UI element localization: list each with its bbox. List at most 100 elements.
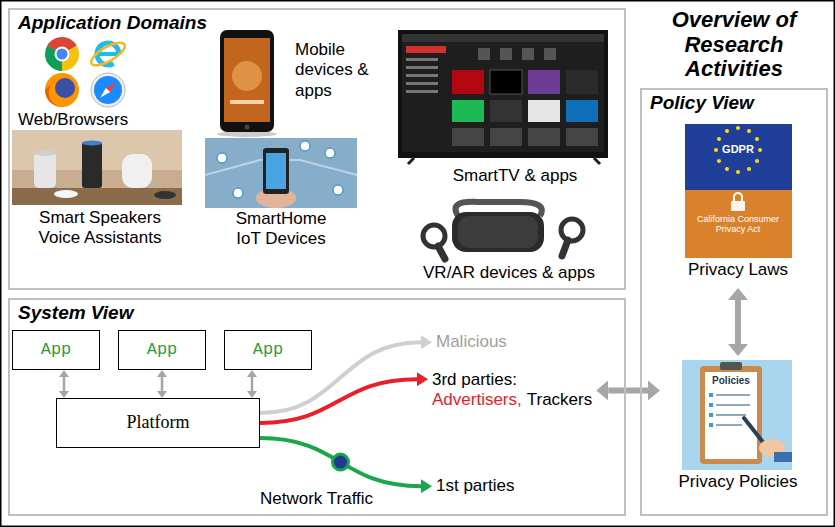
node-text: Advertisers, bbox=[432, 390, 522, 409]
tv-picture-part bbox=[406, 90, 438, 93]
app-link bbox=[251, 377, 254, 391]
chrome-icon-part bbox=[54, 46, 71, 63]
third-party-flow bbox=[260, 379, 417, 423]
node-text: Malicious bbox=[436, 332, 507, 352]
title-slot: Overview of Research Activities bbox=[640, 8, 828, 82]
chrome-icon-part bbox=[50, 42, 73, 65]
tv-picture-part bbox=[522, 48, 534, 60]
law-picture-part bbox=[734, 193, 742, 201]
policy-picture-part bbox=[709, 403, 713, 407]
browser-icons bbox=[45, 38, 128, 107]
party-target: 1st parties bbox=[432, 474, 518, 498]
domain-item: SmartTV & apps bbox=[390, 26, 618, 194]
node-text: Web/Browsers bbox=[18, 110, 154, 130]
node-text: Mobile devices & apps bbox=[295, 40, 375, 101]
chrome-icon-part bbox=[50, 42, 73, 65]
policy-picture bbox=[682, 360, 792, 470]
domain-item: SmartHome IoT Devices bbox=[195, 130, 367, 256]
speakers-picture-part bbox=[122, 154, 152, 188]
tv-picture-part bbox=[406, 66, 438, 69]
law-picture-part bbox=[731, 201, 745, 211]
clipboard-text-slot: Policies bbox=[707, 375, 755, 387]
law-picture-part bbox=[717, 159, 721, 163]
tv-picture-part bbox=[452, 128, 484, 146]
platform-box: Platform bbox=[56, 398, 260, 448]
policy-picture-part bbox=[716, 414, 746, 416]
speakers-picture-part bbox=[12, 130, 182, 205]
speakers-picture-part bbox=[34, 150, 56, 156]
vr-picture-part bbox=[452, 212, 544, 252]
policy-picture-part bbox=[709, 393, 713, 397]
phone-picture-part bbox=[230, 100, 264, 104]
edge-icon bbox=[88, 38, 128, 69]
law-picture-part bbox=[755, 159, 759, 163]
chrome-icon-part bbox=[57, 49, 68, 60]
law-picture-part bbox=[685, 124, 792, 190]
tv-picture-part bbox=[408, 158, 600, 164]
tv-picture-part bbox=[452, 70, 484, 94]
policy-link bbox=[608, 387, 648, 393]
tv-picture-part bbox=[406, 58, 438, 61]
tv-picture-part bbox=[528, 128, 560, 146]
smarthome-picture bbox=[205, 138, 357, 208]
node-text: App bbox=[147, 340, 178, 360]
node-text: Smart Speakers Voice Assistants bbox=[25, 208, 175, 249]
vr-picture-part bbox=[438, 246, 445, 259]
law-picture-part bbox=[755, 137, 759, 141]
firefox-icon bbox=[45, 73, 79, 107]
app-box: App bbox=[12, 330, 100, 370]
app-link bbox=[161, 377, 164, 391]
panel-title: Application Domains bbox=[18, 12, 616, 35]
node-text: App bbox=[253, 340, 284, 360]
vr-picture-part bbox=[561, 219, 583, 241]
smarthome-picture-part bbox=[333, 185, 343, 195]
domain-item: Web/Browsers bbox=[14, 28, 154, 132]
tv-picture-part bbox=[490, 70, 522, 94]
firefox-icon-part bbox=[45, 80, 70, 107]
domain-item: VR/AR devices & apps bbox=[395, 198, 623, 287]
law-picture-part bbox=[736, 170, 740, 174]
smarthome-picture-part bbox=[205, 138, 357, 208]
speakers-picture-part bbox=[34, 152, 56, 188]
domain-item: Mobile devices & apps bbox=[205, 26, 375, 126]
node-text: App bbox=[41, 340, 72, 360]
traffic-label-slot: Network Traffic bbox=[258, 489, 398, 509]
phone-picture-part bbox=[245, 125, 250, 130]
flag-text-slot: California Consumer Privacy Act bbox=[693, 214, 783, 235]
smarthome-picture-part bbox=[217, 153, 227, 163]
traffic-label: Network Traffic bbox=[258, 489, 375, 509]
policy-picture-part bbox=[682, 360, 792, 470]
panel-title: Policy View bbox=[650, 92, 818, 115]
phone-picture-part bbox=[232, 61, 262, 91]
law-picture-part bbox=[717, 137, 721, 141]
traffic-dot bbox=[333, 454, 349, 470]
vr-picture-part bbox=[562, 240, 568, 256]
law-picture-part bbox=[685, 190, 792, 258]
node-text: VR/AR devices & apps bbox=[395, 263, 623, 283]
domain-panel: Application DomainsWeb/Browsers Mobile de… bbox=[8, 8, 626, 290]
speakers-picture-part bbox=[154, 191, 176, 199]
vr-picture bbox=[423, 202, 583, 259]
policy-picture-part bbox=[774, 452, 792, 462]
vr-picture-part bbox=[458, 216, 538, 248]
firefox-icon-part bbox=[45, 73, 79, 107]
policy-picture-part bbox=[716, 394, 750, 396]
flag-text-slot: GDPR bbox=[718, 143, 758, 156]
node-text: 3rd parties: bbox=[432, 370, 592, 390]
tv-picture-part bbox=[398, 30, 608, 158]
app-box: App bbox=[118, 330, 206, 370]
party-target: Malicious bbox=[432, 330, 511, 354]
node-text: Privacy Policies bbox=[660, 472, 816, 492]
phone-picture-part bbox=[220, 30, 274, 132]
policy-picture-part bbox=[716, 424, 742, 426]
malicious-flow bbox=[260, 342, 421, 413]
tv-picture-part bbox=[528, 70, 560, 94]
app-box: App bbox=[224, 330, 312, 370]
policy-picture-part bbox=[709, 423, 713, 427]
tv-picture-part bbox=[402, 34, 604, 42]
law-picture-part bbox=[725, 129, 729, 133]
tv-picture-part bbox=[406, 82, 438, 85]
safari-icon bbox=[91, 73, 125, 107]
